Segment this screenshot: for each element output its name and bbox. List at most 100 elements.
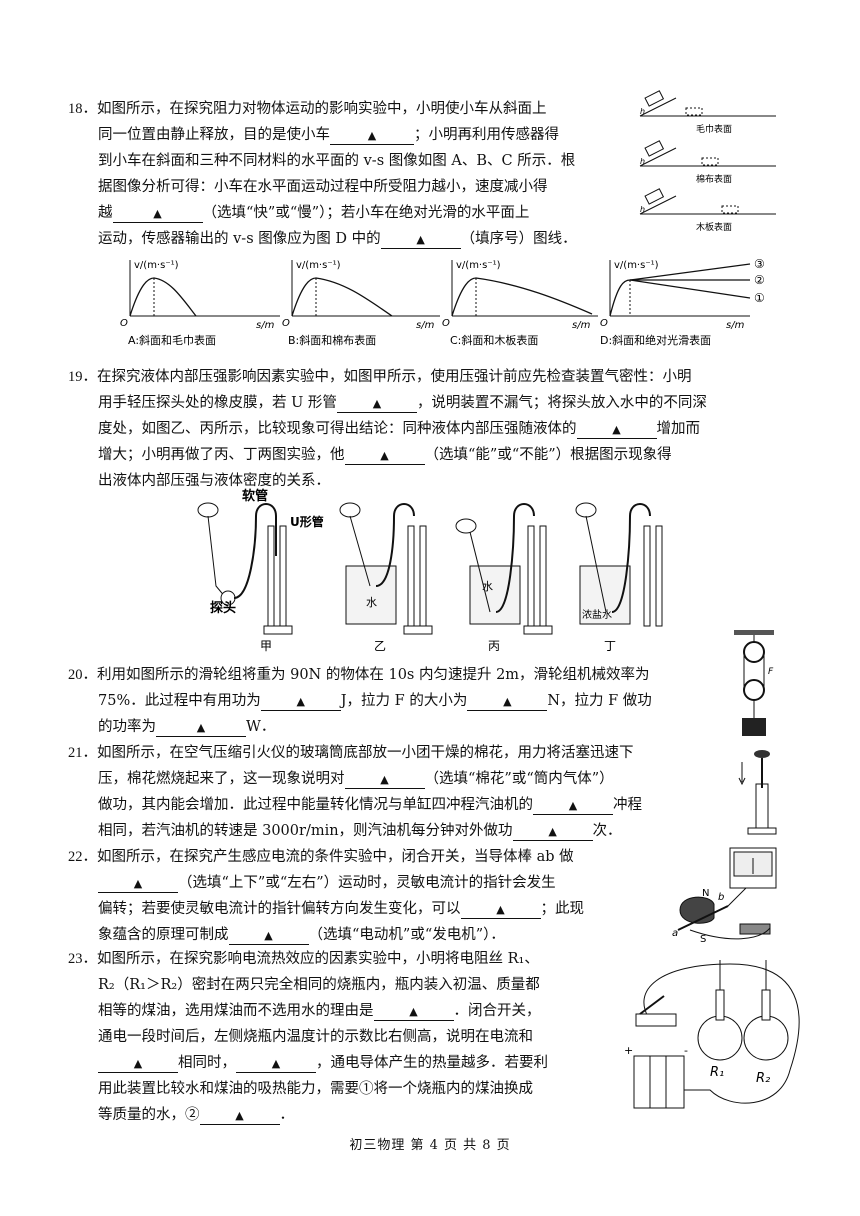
- y-axis-label: v/(m·s⁻¹): [614, 260, 659, 271]
- question-number: 21．: [68, 745, 97, 761]
- vs-graphs: v/(m·s⁻¹) s/m O A:斜面和毛巾表面 v/(m·s⁻¹) s/m …: [120, 257, 765, 347]
- question-text: （选填“快”或“慢”）；若小车在绝对光滑的水平面上: [202, 205, 530, 221]
- answer-blank[interactable]: ▲: [228, 926, 309, 945]
- u-tube-label: U形管: [290, 514, 324, 529]
- question-text: 如图所示，在探究产生感应电流的条件实验中，闭合开关，当导体棒 ab 做: [97, 849, 574, 865]
- blank-marker: ▲: [380, 773, 389, 786]
- question-text: W．: [246, 719, 276, 735]
- question-text: 相同时，: [178, 1055, 236, 1071]
- answer-blank[interactable]: ▲: [236, 1054, 316, 1073]
- question-text: 象蕴含的原理可制成: [98, 927, 229, 943]
- blank-marker: ▲: [548, 825, 557, 838]
- blank-marker: ▲: [612, 423, 621, 436]
- answer-blank[interactable]: ▲: [260, 692, 341, 711]
- question-number: 20．: [68, 667, 97, 683]
- figure-ding: 浓盐水 丁: [575, 502, 663, 653]
- question-text: J，拉力 F 的大小为: [340, 693, 468, 709]
- height-label: h: [640, 205, 645, 214]
- answer-blank[interactable]: ▲: [330, 126, 414, 145]
- question-text: 75%．此过程中有用功为: [98, 693, 261, 709]
- liquid-label: 水: [366, 596, 377, 609]
- heating-circuit-figure: + - R₁ R₂: [624, 960, 800, 1109]
- answer-blank[interactable]: ▲: [199, 1106, 280, 1125]
- ramp-figures: h 毛巾表面 h 棉布表面 h 木板表面: [639, 90, 776, 233]
- question-text: （选填“能”或“不能”）根据图示现象得: [424, 447, 672, 463]
- question-text: ；此现: [540, 901, 585, 917]
- rod-end-a-label: a: [672, 928, 678, 939]
- graph-caption: A:斜面和毛巾表面: [128, 333, 216, 347]
- answer-blank[interactable]: ▲: [344, 770, 425, 789]
- answer-blank[interactable]: ▲: [336, 394, 417, 413]
- resistor-r1-label: R₁: [710, 1065, 724, 1080]
- answer-blank[interactable]: ▲: [576, 420, 657, 439]
- ramp-cotton: h 棉布表面: [639, 140, 776, 185]
- question-text: 如图所示，在探究阻力对物体运动的影响实验中，小明使小车从斜面上: [97, 101, 547, 117]
- question-text: 度处，如图乙、丙所示，比较现象可得出结论：同种液体内部压强随液体的: [98, 421, 577, 437]
- answer-blank[interactable]: ▲: [344, 446, 425, 465]
- answer-blank[interactable]: ▲: [380, 230, 461, 249]
- question-text: 如图所示，在空气压缩引火仪的玻璃筒底部放一小团干燥的棉花，用力将活塞迅速下: [97, 745, 634, 761]
- figure-label: 丙: [488, 639, 500, 653]
- question-text: 冲程: [613, 797, 642, 813]
- blank-marker: ▲: [372, 397, 382, 410]
- question-23: 23．如图所示，在探究影响电流热效应的因素实验中，小明将电阻丝 R₁、 R₂（R…: [68, 946, 628, 1128]
- blank-marker: ▲: [503, 695, 512, 708]
- negative-terminal-label: -: [684, 1044, 688, 1057]
- answer-blank[interactable]: ▲: [512, 822, 593, 841]
- answer-blank[interactable]: ▲: [156, 718, 246, 737]
- north-pole-label: N: [702, 888, 709, 899]
- question-number: 19．: [68, 369, 97, 385]
- blank-marker: ▲: [367, 129, 377, 142]
- question-text: ；小明再利用传感器得: [414, 127, 559, 143]
- height-label: h: [640, 157, 645, 166]
- blank-marker: ▲: [133, 877, 143, 890]
- blank-marker: ▲: [153, 207, 162, 220]
- y-axis-label: v/(m·s⁻¹): [456, 260, 501, 271]
- page-footer: 初三物理 第 4 页 共 8 页: [349, 1138, 511, 1153]
- question-19: 19．在探究液体内部压强影响因素实验中，如图甲所示，使用压强计前应先检查装置气密…: [68, 364, 798, 494]
- x-axis-label: s/m: [256, 320, 275, 331]
- answer-blank[interactable]: ▲: [112, 204, 203, 223]
- origin-label: O: [282, 318, 290, 329]
- y-axis-label: v/(m·s⁻¹): [296, 260, 341, 271]
- ramp-towel: h 毛巾表面: [639, 90, 776, 135]
- answer-blank[interactable]: ▲: [460, 900, 541, 919]
- graph-caption: C:斜面和木板表面: [450, 333, 538, 347]
- blank-marker: ▲: [235, 1109, 244, 1122]
- question-text: 相等的煤油，选用煤油而不选用水的理由是: [98, 1003, 374, 1019]
- blank-marker: ▲: [496, 903, 505, 916]
- question-text: 做功，其内能会增加．此过程中能量转化情况与单缸四冲程汽油机的: [98, 797, 533, 813]
- surface-label: 毛巾表面: [696, 123, 732, 135]
- blank-marker: ▲: [196, 721, 206, 734]
- origin-label: O: [600, 318, 608, 329]
- question-text: 同一位置由静止释放，目的是使小车: [98, 127, 330, 143]
- blank-marker: ▲: [568, 799, 578, 812]
- question-text: 等质量的水，②: [98, 1107, 200, 1123]
- surface-label: 棉布表面: [696, 173, 732, 185]
- answer-blank[interactable]: ▲: [467, 692, 548, 711]
- blank-marker: ▲: [271, 1057, 281, 1070]
- graph-b: v/(m·s⁻¹) s/m O B:斜面和棉布表面: [282, 260, 440, 347]
- question-text: （选填“电动机”或“发电机”）．: [308, 927, 505, 943]
- question-text: 增加而: [656, 421, 701, 437]
- question-text: 出液体内部压强与液体密度的关系．: [98, 473, 330, 489]
- figure-jia: 软管 U形管 探头 甲: [197, 488, 324, 653]
- question-text: 在探究液体内部压强影响因素实验中，如图甲所示，使用压强计前应先检查装置气密性：小…: [97, 369, 692, 385]
- question-22: 22．如图所示，在探究产生感应电流的条件实验中，闭合开关，当导体棒 ab 做 ▲…: [68, 844, 688, 948]
- height-label: h: [640, 107, 645, 116]
- line-label-1: ①: [754, 291, 765, 305]
- answer-blank[interactable]: ▲: [98, 874, 178, 893]
- question-text: ．闭合开关，: [453, 1003, 541, 1019]
- line-label-2: ②: [754, 273, 765, 287]
- resistor-r2-label: R₂: [756, 1071, 770, 1086]
- question-text: 利用如图所示的滑轮组将重为 90N 的物体在 10s 内匀速提升 2m，滑轮组机…: [97, 667, 650, 683]
- graph-d: v/(m·s⁻¹) s/m O ③ ② ① D:斜面和绝对光滑表面: [600, 257, 765, 347]
- rod-end-b-label: b: [718, 892, 724, 903]
- graph-caption: B:斜面和棉布表面: [288, 333, 376, 347]
- answer-blank[interactable]: ▲: [373, 1002, 454, 1021]
- line-label-3: ③: [754, 257, 765, 271]
- answer-blank[interactable]: ▲: [533, 796, 613, 815]
- answer-blank[interactable]: ▲: [98, 1054, 178, 1073]
- graph-a: v/(m·s⁻¹) s/m O A:斜面和毛巾表面: [120, 260, 280, 347]
- graph-caption: D:斜面和绝对光滑表面: [600, 333, 711, 347]
